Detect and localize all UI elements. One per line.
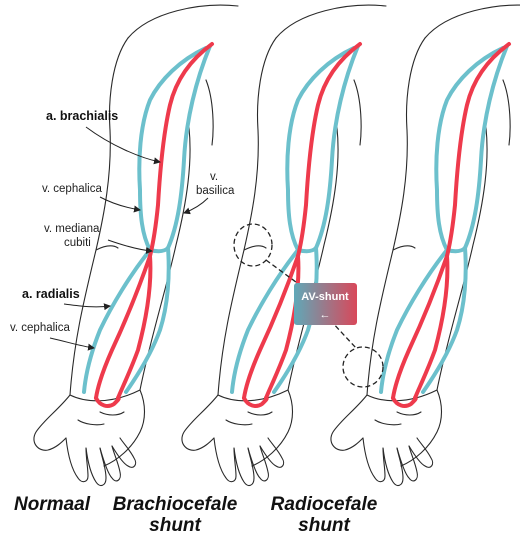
arm-brachiocefale bbox=[181, 4, 387, 487]
arm-radiocefale bbox=[330, 4, 520, 487]
label-v-basilica-2: basilica bbox=[196, 185, 235, 197]
label-v-cephalica-upper: v. cephalica bbox=[42, 183, 102, 195]
leader-mediana bbox=[107, 239, 153, 254]
av-shunt-badge: AV-shunt ← bbox=[294, 283, 357, 325]
leader-cephalica-lower bbox=[49, 337, 95, 351]
label-v-mediana-1: v. mediana bbox=[44, 223, 100, 235]
caption-brachiocefale-2: shunt bbox=[149, 515, 201, 536]
dash-connector-top bbox=[265, 259, 301, 286]
leader-radialis bbox=[63, 303, 111, 311]
shunt-circle-radiocefale bbox=[342, 346, 384, 388]
arrow-left-icon: ← bbox=[320, 309, 331, 321]
label-a-radialis: a. radialis bbox=[22, 287, 80, 301]
label-a-brachialis: a. brachialis bbox=[46, 109, 118, 123]
shunt-circle-brachiocefale bbox=[233, 223, 273, 267]
label-v-mediana-2: cubiti bbox=[64, 237, 91, 249]
label-v-cephalica-lower: v. cephalica bbox=[10, 322, 70, 334]
caption-brachiocefale-1: Brachiocefale bbox=[113, 494, 238, 515]
caption-normaal: Normaal bbox=[14, 494, 91, 515]
caption-radiocefale-2: shunt bbox=[298, 515, 350, 536]
leader-brachialis bbox=[85, 126, 161, 165]
label-v-basilica-1: v. bbox=[210, 171, 218, 183]
leader-cephalica-upper bbox=[99, 196, 141, 213]
av-shunt-label: AV-shunt bbox=[301, 291, 349, 303]
leader-basilica bbox=[183, 197, 209, 215]
caption-radiocefale-1: Radiocefale bbox=[271, 494, 378, 515]
dash-connector-bottom bbox=[329, 319, 357, 349]
